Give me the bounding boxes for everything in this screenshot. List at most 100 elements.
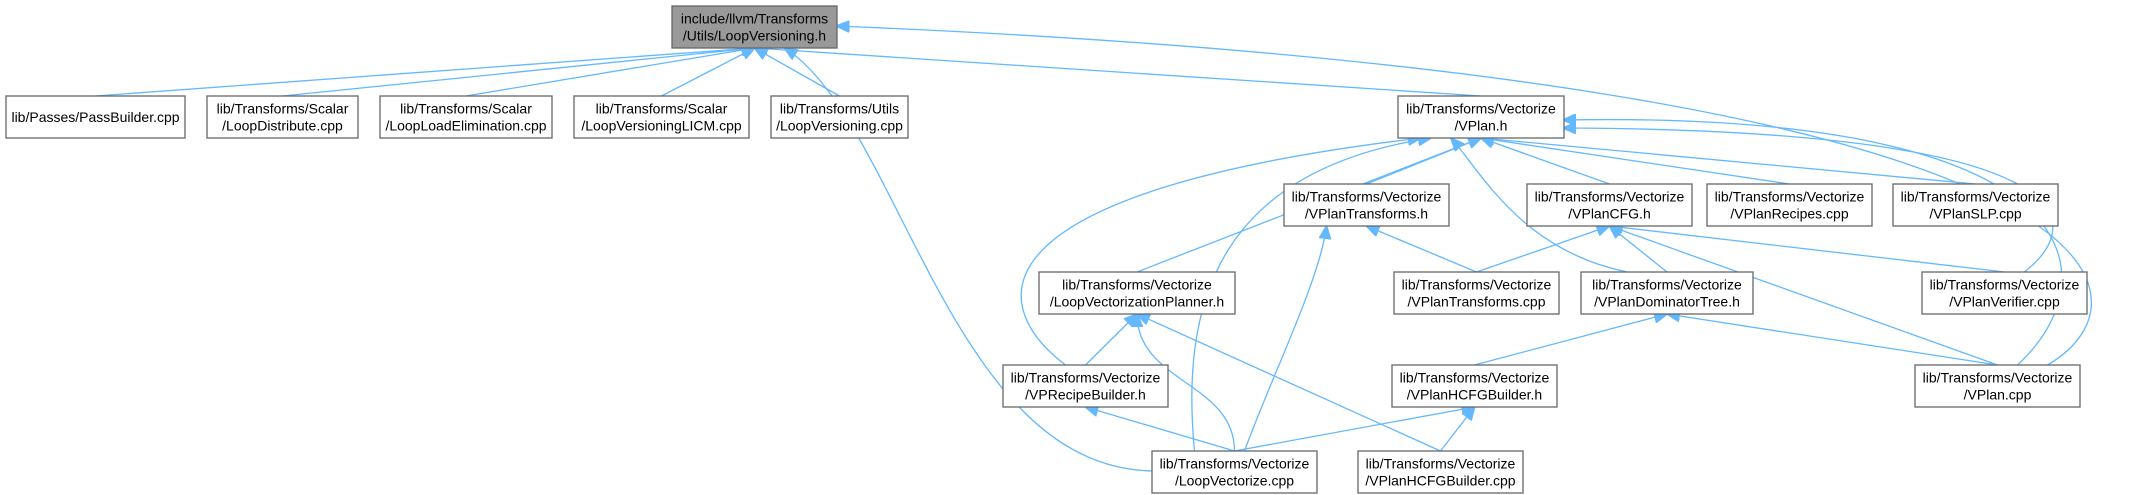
edge-looploadelim-to-root	[465, 48, 755, 97]
edge-loopvectorize-to-root	[785, 48, 1155, 472]
node-label-line: lib/Transforms/Scalar	[217, 101, 349, 117]
node-label-line: lib/Transforms/Vectorize	[1715, 189, 1865, 205]
node-label-line: lib/Transforms/Vectorize	[1535, 189, 1685, 205]
node-label-line: /VPlanTransforms.h	[1305, 206, 1428, 222]
edge-vplancfgh-to-vplanh	[1481, 138, 1610, 185]
edge-loopdistribute-to-root	[282, 48, 755, 97]
edge-vplandomtree-to-vplanh	[1451, 138, 1628, 273]
node-vplandomtree[interactable]: lib/Transforms/Vectorize/VPlanDominatorT…	[1580, 271, 1754, 315]
edge-vplanhcfgbuilderh-to-vplandomtree	[1474, 314, 1668, 366]
node-label-line: /VPlanSLP.cpp	[1929, 206, 2022, 222]
node-label-line: lib/Transforms/Vectorize	[1402, 277, 1552, 293]
node-vprecipebuilder[interactable]: lib/Transforms/Vectorize/VPRecipeBuilder…	[1002, 364, 1169, 408]
node-box	[1580, 271, 1754, 315]
edge-vplanverifier-to-vplanh	[1563, 128, 2054, 273]
node-box	[573, 95, 750, 139]
node-vplantransformsh[interactable]: lib/Transforms/Vectorize/VPlanTransforms…	[1283, 183, 1450, 227]
node-label-line: /VPlanHCFGBuilder.cpp	[1365, 473, 1515, 489]
node-box	[1151, 450, 1318, 494]
edge-vprecipebuilder-to-vplanh	[1020, 138, 1421, 366]
node-label-line: /VPlan.cpp	[1964, 387, 2032, 403]
edge-loopvectorize-to-vprecipebuilder	[1086, 407, 1235, 452]
node-label-line: /VPlanDominatorTree.h	[1594, 294, 1740, 310]
node-vplanverifier[interactable]: lib/Transforms/Vectorize/VPlanVerifier.c…	[1921, 271, 2088, 315]
node-label-line: lib/Transforms/Vectorize	[1901, 189, 2051, 205]
node-loopversioningcpp[interactable]: lib/Transforms/Utils/LoopVersioning.cpp	[770, 95, 909, 139]
node-box	[5, 95, 186, 139]
edge-vplanhcfgbuildercpp-to-lvplanner	[1137, 314, 1441, 452]
node-label-line: /VPlan.h	[1455, 118, 1508, 134]
node-box	[1283, 183, 1450, 227]
node-label-line: /LoopDistribute.cpp	[222, 118, 343, 134]
node-vplancpp[interactable]: lib/Transforms/Vectorize/VPlan.cpp	[1914, 364, 2081, 408]
node-vplanh[interactable]: lib/Transforms/Vectorize/VPlan.h	[1397, 95, 1565, 139]
node-label-line: lib/Transforms/Vectorize	[1011, 370, 1161, 386]
node-label-line: lib/Transforms/Vectorize	[1930, 277, 2080, 293]
node-label-line: /LoopVectorizationPlanner.h	[1050, 294, 1224, 310]
node-box	[206, 95, 359, 139]
edge-vplanverifier-to-vplancfgh	[1610, 226, 2005, 273]
node-label-line: /LoopVersioningLICM.cpp	[581, 118, 742, 134]
node-vplancfgh[interactable]: lib/Transforms/Vectorize/VPlanCFG.h	[1526, 183, 1693, 227]
nodes-layer: include/llvm/Transforms/Utils/LoopVersio…	[5, 5, 2088, 494]
node-label-line: lib/Transforms/Scalar	[400, 101, 532, 117]
edge-vplandomtree-to-vplancfgh	[1610, 226, 1668, 273]
node-label-line: lib/Passes/PassBuilder.cpp	[11, 109, 179, 125]
node-loopversioninglicm[interactable]: lib/Transforms/Scalar/LoopVersioningLICM…	[573, 95, 750, 139]
node-label-line: /VPlanTransforms.cpp	[1408, 294, 1546, 310]
edge-vplanh-to-root	[755, 48, 1482, 97]
node-box	[770, 95, 909, 139]
node-box	[1706, 183, 1873, 227]
edge-vplanslp-to-vplanh	[1481, 138, 1976, 185]
node-root[interactable]: include/llvm/Transforms/Utils/LoopVersio…	[671, 5, 838, 49]
node-vplanhcfgbuilderh[interactable]: lib/Transforms/Vectorize/VPlanHCFGBuilde…	[1391, 364, 1558, 408]
node-loopvectorize[interactable]: lib/Transforms/Vectorize/LoopVectorize.c…	[1151, 450, 1318, 494]
node-loopdistribute[interactable]: lib/Transforms/Scalar/LoopDistribute.cpp	[206, 95, 359, 139]
node-box	[1391, 364, 1558, 408]
node-label-line: lib/Transforms/Vectorize	[1592, 277, 1742, 293]
node-label-line: lib/Transforms/Vectorize	[1062, 277, 1212, 293]
edge-passbuilder-to-root	[95, 48, 755, 97]
edge-loopvectorize-to-vplanh	[1191, 138, 1431, 452]
edge-vplancpp-to-vplancfgh	[1610, 226, 1998, 366]
node-looploadelim[interactable]: lib/Transforms/Scalar/LoopLoadEliminatio…	[379, 95, 553, 139]
node-label-line: lib/Transforms/Vectorize	[1406, 101, 1556, 117]
edge-vplanhcfgbuildercpp-to-vplanhcfgbuilderh	[1439, 407, 1475, 452]
node-box	[1914, 364, 2081, 408]
node-label-line: include/llvm/Transforms	[681, 11, 828, 27]
edge-vprecipebuilder-to-lvplanner	[1085, 314, 1138, 366]
node-box	[1397, 95, 1565, 139]
node-vplanslp[interactable]: lib/Transforms/Vectorize/VPlanSLP.cpp	[1892, 183, 2059, 227]
node-label-line: lib/Transforms/Vectorize	[1923, 370, 2073, 386]
node-label-line: /VPlanHCFGBuilder.h	[1407, 387, 1542, 403]
node-box	[1038, 271, 1236, 315]
node-vplanhcfgbuildercpp[interactable]: lib/Transforms/Vectorize/VPlanHCFGBuilde…	[1357, 450, 1524, 494]
edge-vplantransformscpp-to-vplantransformsh	[1367, 226, 1477, 273]
node-label-line: /VPlanVerifier.cpp	[1949, 294, 2060, 310]
edge-vplancpp-to-vplandomtree	[1667, 314, 1998, 366]
node-box	[671, 5, 838, 49]
node-passbuilder[interactable]: lib/Passes/PassBuilder.cpp	[5, 95, 186, 139]
node-label-line: /LoopLoadElimination.cpp	[385, 118, 546, 134]
node-label-line: lib/Transforms/Vectorize	[1160, 456, 1310, 472]
edge-loopvectorize-to-lvplanner	[1137, 314, 1236, 452]
edge-loopvectorize-to-vplantransformsh	[1243, 226, 1327, 452]
node-label-line: lib/Transforms/Vectorize	[1366, 456, 1516, 472]
node-label-line: lib/Transforms/Scalar	[596, 101, 728, 117]
node-box	[1526, 183, 1693, 227]
node-label-line: lib/Transforms/Utils	[780, 101, 899, 117]
node-label-line: /Utils/LoopVersioning.h	[683, 28, 826, 44]
node-box	[1892, 183, 2059, 227]
node-label-line: lib/Transforms/Vectorize	[1400, 370, 1550, 386]
edge-loopvectorize-to-vplanhcfgbuilderh	[1234, 407, 1475, 452]
node-box	[1357, 450, 1524, 494]
node-label-line: /VPlanRecipes.cpp	[1730, 206, 1849, 222]
node-box	[379, 95, 553, 139]
node-vplantransformscpp[interactable]: lib/Transforms/Vectorize/VPlanTransforms…	[1393, 271, 1560, 315]
node-box	[1002, 364, 1169, 408]
node-label-line: /VPlanCFG.h	[1568, 206, 1650, 222]
node-vplanrecipes[interactable]: lib/Transforms/Vectorize/VPlanRecipes.cp…	[1706, 183, 1873, 227]
edge-vplancpp-to-vplanh	[1563, 120, 2063, 366]
node-lvplanner[interactable]: lib/Transforms/Vectorize/LoopVectorizati…	[1038, 271, 1236, 315]
